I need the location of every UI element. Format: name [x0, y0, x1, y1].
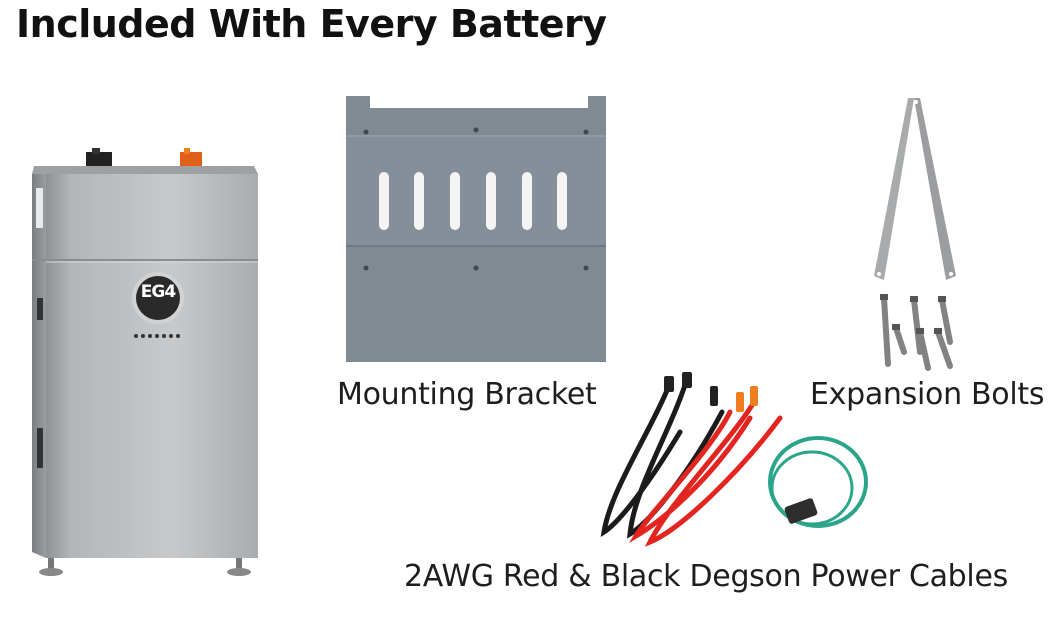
expansion-bolts-caption: Expansion Bolts [810, 377, 1045, 412]
eg4-logo: EG4 [140, 282, 176, 302]
expansion-bolts-image [880, 294, 953, 371]
power-cables-caption: 2AWG Red & Black Degson Power Cables [404, 559, 1008, 594]
battery-image [32, 148, 258, 576]
power-cables-image [600, 372, 868, 547]
mounting-bracket-image [346, 96, 606, 362]
mounting-bracket-caption: Mounting Bracket [337, 377, 597, 412]
expansion-strap-image [874, 98, 956, 280]
page-title: Included With Every Battery [16, 2, 607, 46]
